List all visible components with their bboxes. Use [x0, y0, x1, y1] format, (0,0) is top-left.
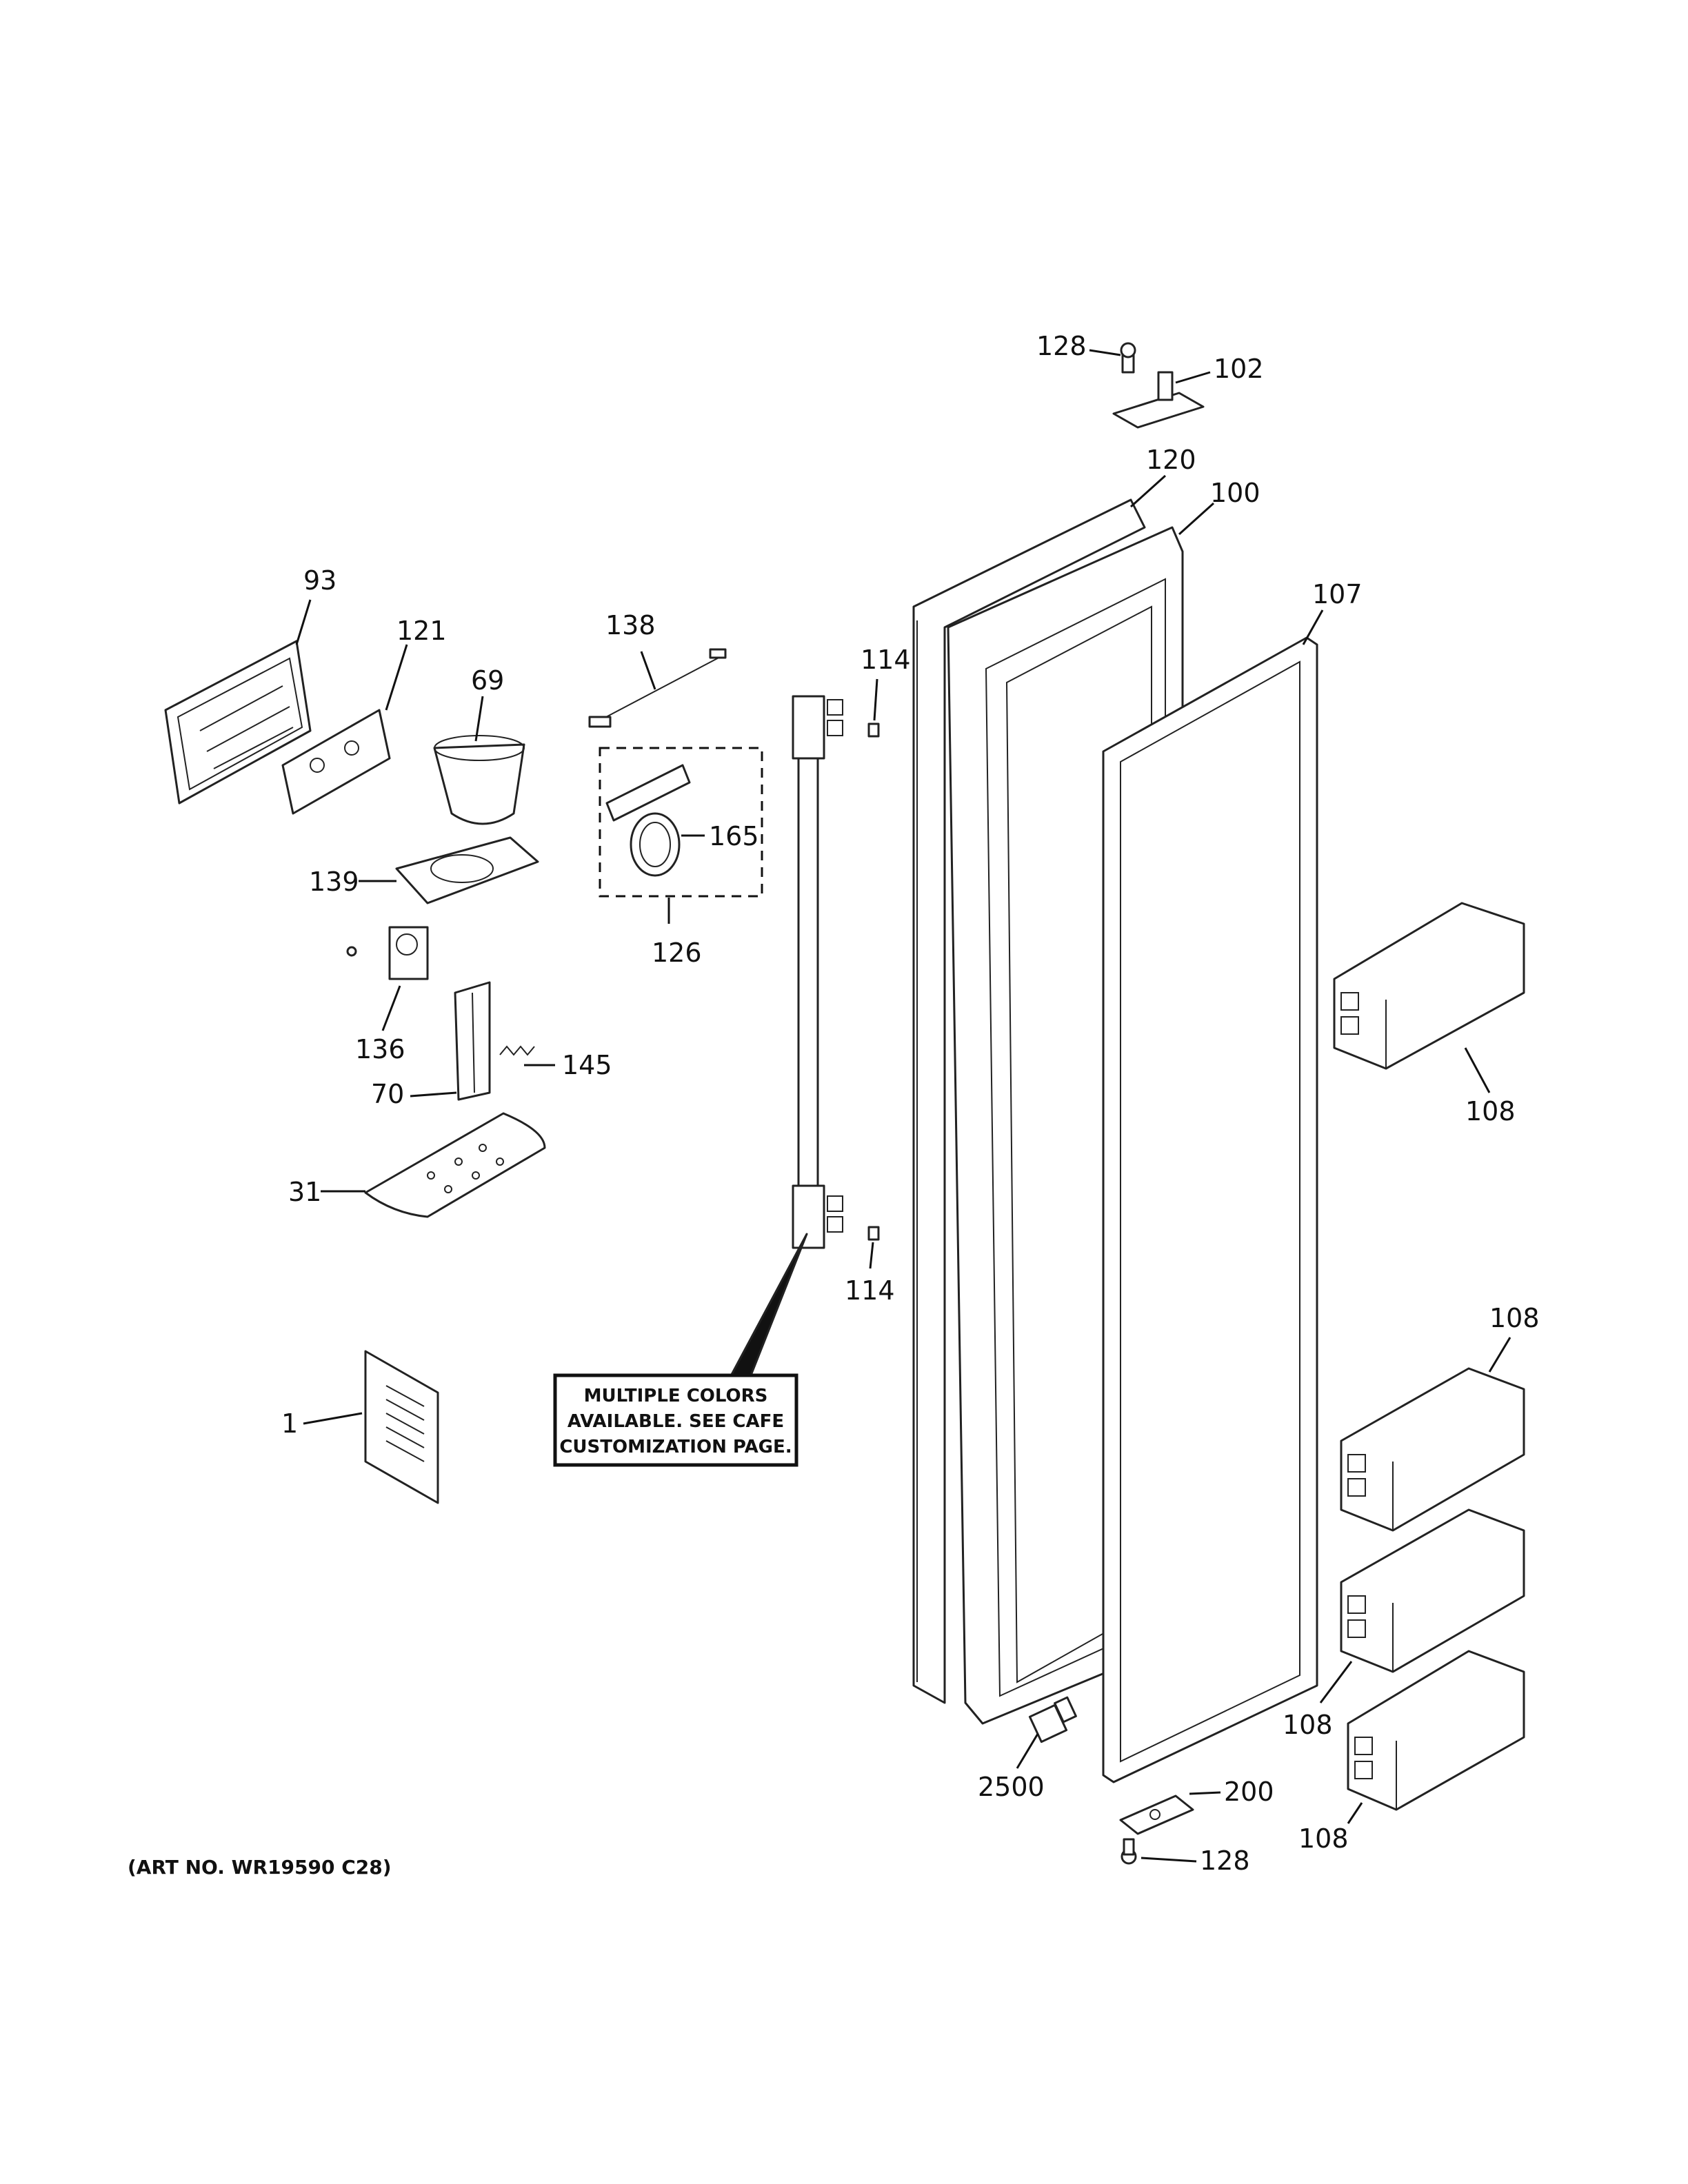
note-line-1: MULTIPLE COLORS	[584, 1386, 768, 1406]
part-31-grille	[364, 1112, 546, 1218]
leader-107	[1302, 609, 1324, 645]
callout-114-top: 114	[861, 645, 911, 675]
callout-107: 107	[1312, 579, 1363, 609]
callout-121: 121	[396, 616, 447, 646]
part-121-circuit-board	[281, 709, 391, 815]
leader-100	[1178, 502, 1215, 536]
part-2500-fitting	[1028, 1696, 1077, 1743]
callout-93: 93	[303, 565, 336, 596]
leader-108-a	[1464, 1047, 1491, 1093]
art-number: (ART NO. WR19590 C28)	[128, 1856, 392, 1879]
part-108-door-bin-2	[1340, 1367, 1525, 1532]
callout-138: 138	[605, 610, 656, 640]
part-108-door-bin-1	[1333, 902, 1525, 1070]
leader-108-d	[1347, 1802, 1363, 1824]
part-165-light-ring	[605, 764, 691, 877]
leader-114-top	[873, 678, 878, 721]
part-200-bottom-hinge	[1119, 1794, 1194, 1835]
callout-108-d: 108	[1298, 1823, 1349, 1854]
leader-114-bottom	[869, 1242, 874, 1269]
leader-121	[385, 644, 408, 711]
part-102-top-hinge	[1112, 371, 1205, 429]
callout-100: 100	[1210, 478, 1260, 508]
callout-108-c: 108	[1283, 1710, 1333, 1740]
leader-93	[295, 599, 312, 645]
leader-128-top	[1089, 349, 1121, 356]
part-128-screw-top	[1120, 342, 1136, 374]
callout-1: 1	[281, 1408, 298, 1439]
part-138-wire-harness	[588, 648, 727, 728]
leader-128-bottom	[1141, 1857, 1197, 1863]
leader-70	[410, 1091, 457, 1098]
callout-128-top: 128	[1036, 331, 1087, 361]
leader-108-b	[1488, 1337, 1511, 1373]
part-93-dispenser-housing	[164, 640, 312, 805]
part-108-door-bin-3	[1340, 1508, 1525, 1673]
callout-108-a: 108	[1465, 1096, 1516, 1126]
callout-165: 165	[709, 821, 759, 851]
part-136-actuator	[346, 926, 429, 980]
part-128-screw-bottom	[1121, 1838, 1137, 1865]
leader-120	[1129, 474, 1167, 508]
callout-200: 200	[1224, 1777, 1274, 1807]
callout-126: 126	[652, 938, 702, 968]
note-line-2: AVAILABLE. SEE CAFE	[567, 1411, 784, 1432]
callout-145: 145	[562, 1050, 612, 1080]
part-120-outer-door	[912, 498, 1146, 1704]
leader-1	[303, 1412, 363, 1425]
callout-136: 136	[355, 1034, 405, 1064]
note-pointer	[726, 1233, 808, 1384]
leader-2500	[1016, 1733, 1039, 1769]
leader-136	[381, 985, 401, 1031]
callout-70: 70	[371, 1079, 404, 1109]
callout-102: 102	[1214, 354, 1264, 384]
leader-69	[474, 696, 484, 742]
callout-69: 69	[471, 665, 504, 696]
part-1-manual	[364, 1350, 439, 1504]
part-114-screw-top	[867, 722, 880, 738]
kit-126-dashed-group	[599, 747, 763, 898]
part-107-gasket	[1102, 636, 1318, 1783]
leader-138	[640, 651, 656, 690]
callout-139: 139	[309, 867, 359, 897]
part-114-screw-bottom	[867, 1226, 880, 1241]
leader-108-c	[1319, 1661, 1353, 1703]
part-69-funnel	[433, 735, 525, 825]
callout-31: 31	[288, 1177, 321, 1207]
callout-120: 120	[1146, 445, 1196, 475]
callout-128-bottom: 128	[1200, 1846, 1250, 1876]
callout-108-b: 108	[1489, 1303, 1540, 1333]
part-108-door-bin-4	[1347, 1650, 1525, 1811]
callout-114-bottom: 114	[845, 1275, 895, 1306]
leader-102	[1175, 371, 1211, 384]
part-145-spring	[499, 1045, 535, 1056]
part-70-paddle	[454, 981, 491, 1101]
part-139-bracket	[395, 836, 539, 904]
callout-2500: 2500	[978, 1772, 1045, 1802]
customization-note-box	[553, 1373, 798, 1467]
door-handle	[792, 695, 843, 1249]
note-line-3: CUSTOMIZATION PAGE.	[559, 1437, 792, 1457]
leader-200	[1189, 1791, 1221, 1795]
